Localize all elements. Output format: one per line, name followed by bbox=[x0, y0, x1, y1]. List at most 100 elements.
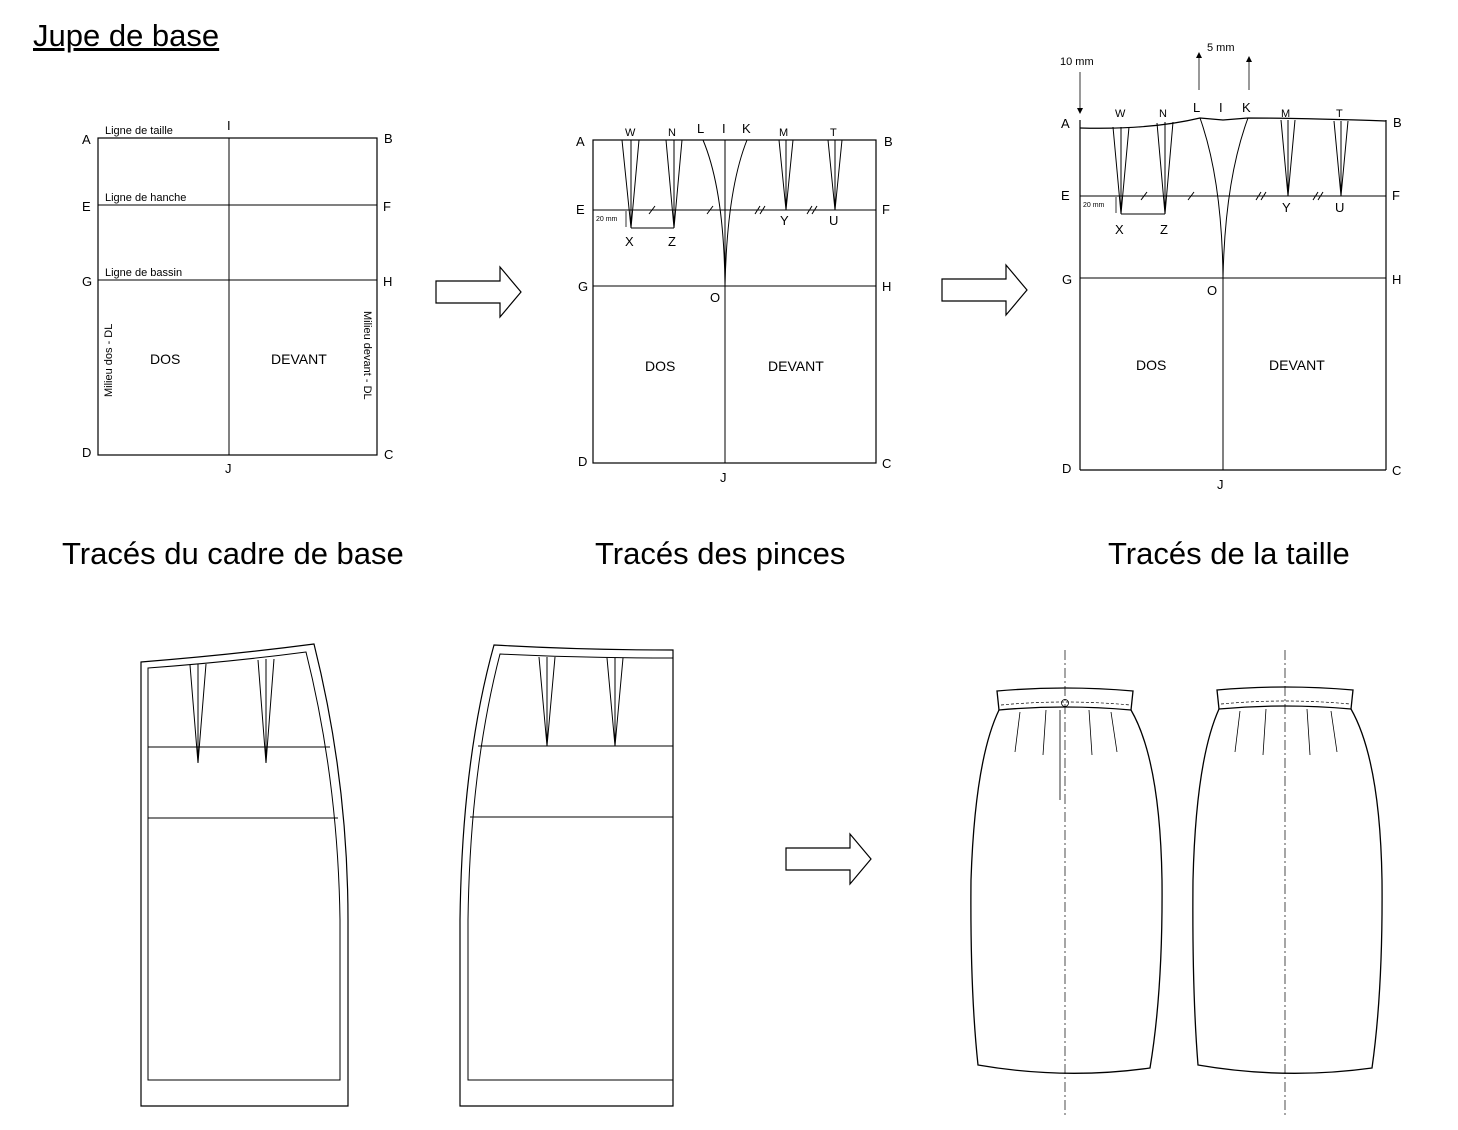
frame-waist: 20 mm 10 mm 5 mm A B E F G H D C J W N L… bbox=[1060, 42, 1402, 492]
pattern-back-piece bbox=[140, 643, 349, 1107]
frame3-label-E: E bbox=[1061, 188, 1070, 203]
frame2-dart-M bbox=[778, 139, 794, 211]
pattern-front-piece bbox=[459, 644, 674, 1107]
frame3-dart-M bbox=[1280, 119, 1296, 197]
frame2-label-N: N bbox=[668, 127, 676, 139]
frame2-label-X: X bbox=[625, 234, 634, 249]
frame2-label-T: T bbox=[830, 127, 837, 139]
frame2-label-C: C bbox=[882, 456, 891, 471]
frame3-dim-label: 20 mm bbox=[1083, 202, 1105, 209]
frame3-label-B: B bbox=[1393, 115, 1402, 130]
frame3-side-curve-front bbox=[1222, 117, 1249, 279]
frame3-label-H: H bbox=[1392, 272, 1401, 287]
frame2-label-E: E bbox=[576, 202, 585, 217]
frame3-dim-10mm: 10 mm bbox=[1060, 56, 1094, 68]
frame3-label-Z: Z bbox=[1160, 222, 1168, 237]
frame3-label-C: C bbox=[1392, 463, 1401, 478]
frame3-label-I: I bbox=[1219, 100, 1223, 115]
frame3-arrowhead-10mm bbox=[1077, 108, 1083, 114]
frame2-outline bbox=[592, 139, 877, 464]
frame3-label-M: M bbox=[1281, 108, 1290, 120]
back-piece-dart-1 bbox=[189, 663, 207, 764]
frame2-label-D: D bbox=[578, 454, 587, 469]
frame1-back-label: DOS bbox=[150, 351, 180, 367]
frame3-dart-N bbox=[1156, 121, 1174, 215]
back-piece-seam-allowance bbox=[140, 643, 349, 1107]
arrow-right-icon bbox=[785, 832, 872, 886]
frame2-dart-W bbox=[621, 139, 640, 229]
frame3-label-N: N bbox=[1159, 108, 1167, 120]
frame2-label-I: I bbox=[722, 121, 726, 136]
skirt-back-body bbox=[970, 709, 1163, 1074]
frame2-label-O: O bbox=[710, 290, 720, 305]
frame1-hip-line-label: Ligne de hanche bbox=[105, 192, 186, 204]
frame2-dim-label: 20 mm bbox=[596, 216, 618, 223]
frame3-back-label: DOS bbox=[1136, 357, 1166, 373]
frame2-label-G: G bbox=[578, 279, 588, 294]
frame3-label-A: A bbox=[1061, 116, 1070, 131]
frame2-label-Y: Y bbox=[780, 213, 789, 228]
frame3-waist-curve bbox=[1079, 117, 1387, 129]
frame3-label-U: U bbox=[1335, 200, 1344, 215]
arrow-right-icon bbox=[435, 265, 522, 319]
frame3-arrowhead-5mm-left bbox=[1196, 52, 1202, 58]
caption-darts: Tracés des pinces bbox=[595, 536, 846, 571]
frame2-dart-T bbox=[827, 139, 843, 211]
frame1-waist-line-label: Ligne de taille bbox=[105, 125, 173, 137]
frame1-label-D: D bbox=[82, 445, 91, 460]
frame1-label-F: F bbox=[383, 199, 391, 214]
frame1-front-label: DEVANT bbox=[271, 351, 327, 367]
frame3-label-W: W bbox=[1115, 108, 1126, 120]
frame3-dart-T bbox=[1333, 120, 1349, 197]
caption-base-frame: Tracés du cadre de base bbox=[62, 536, 404, 571]
frame2-label-L: L bbox=[697, 121, 704, 136]
frame3-label-J: J bbox=[1217, 477, 1224, 492]
frame3-label-F: F bbox=[1392, 188, 1400, 203]
frame1-center-front-label: Milieu devant - DL bbox=[361, 311, 373, 400]
frame2-front-label: DEVANT bbox=[768, 358, 824, 374]
frame3-label-K: K bbox=[1242, 100, 1251, 115]
skirt-front-darts bbox=[1234, 708, 1338, 756]
button-icon bbox=[1061, 699, 1069, 707]
frame3-label-G: G bbox=[1062, 272, 1072, 287]
frame1-label-C: C bbox=[384, 447, 393, 462]
frame3-front-label: DEVANT bbox=[1269, 357, 1325, 373]
frame2-label-F: F bbox=[882, 202, 890, 217]
skirt-flat-front bbox=[1192, 650, 1383, 1115]
frame2-tick-marks bbox=[648, 205, 818, 215]
frame2-side-curve-back bbox=[702, 139, 726, 287]
frame3-label-D: D bbox=[1062, 461, 1071, 476]
frame1-pelvis-line-label: Ligne de bassin bbox=[105, 267, 182, 279]
front-piece-outline bbox=[467, 653, 674, 1081]
frame1-label-J: J bbox=[225, 461, 232, 476]
frame2-label-H: H bbox=[882, 279, 891, 294]
frame-base: A B E F G H D C I J Ligne de taille Lign… bbox=[82, 118, 393, 476]
frame3-label-L: L bbox=[1193, 100, 1200, 115]
frame3-label-T: T bbox=[1336, 108, 1343, 120]
frame3-label-Y: Y bbox=[1282, 200, 1291, 215]
frame2-label-B: B bbox=[884, 134, 893, 149]
frame3-side-curve-back bbox=[1199, 117, 1224, 279]
frame2-label-U: U bbox=[829, 213, 838, 228]
frame2-label-A: A bbox=[576, 134, 585, 149]
skirt-back-topstitch bbox=[1000, 701, 1131, 706]
front-piece-dart-1 bbox=[538, 656, 556, 747]
frame1-outline bbox=[97, 137, 378, 456]
frame2-dart-N bbox=[665, 139, 683, 229]
frame3-tick-marks bbox=[1140, 191, 1324, 201]
frame2-label-K: K bbox=[742, 121, 751, 136]
frame1-label-I: I bbox=[227, 118, 231, 133]
frame3-dim-5mm: 5 mm bbox=[1207, 42, 1235, 54]
front-piece-seam-allowance bbox=[459, 644, 674, 1107]
back-piece-dart-2 bbox=[257, 658, 275, 764]
frame2-label-J: J bbox=[720, 470, 727, 485]
frame-darts: 20 mm A B E F G H D C J W N L I K M T X … bbox=[576, 121, 893, 485]
frame2-label-Z: Z bbox=[668, 234, 676, 249]
frame1-label-B: B bbox=[384, 131, 393, 146]
frame3-label-O: O bbox=[1207, 283, 1217, 298]
frame2-label-W: W bbox=[625, 127, 636, 139]
frame3-label-X: X bbox=[1115, 222, 1124, 237]
page-title: Jupe de base bbox=[33, 18, 220, 53]
skirt-back-darts bbox=[1014, 709, 1118, 756]
